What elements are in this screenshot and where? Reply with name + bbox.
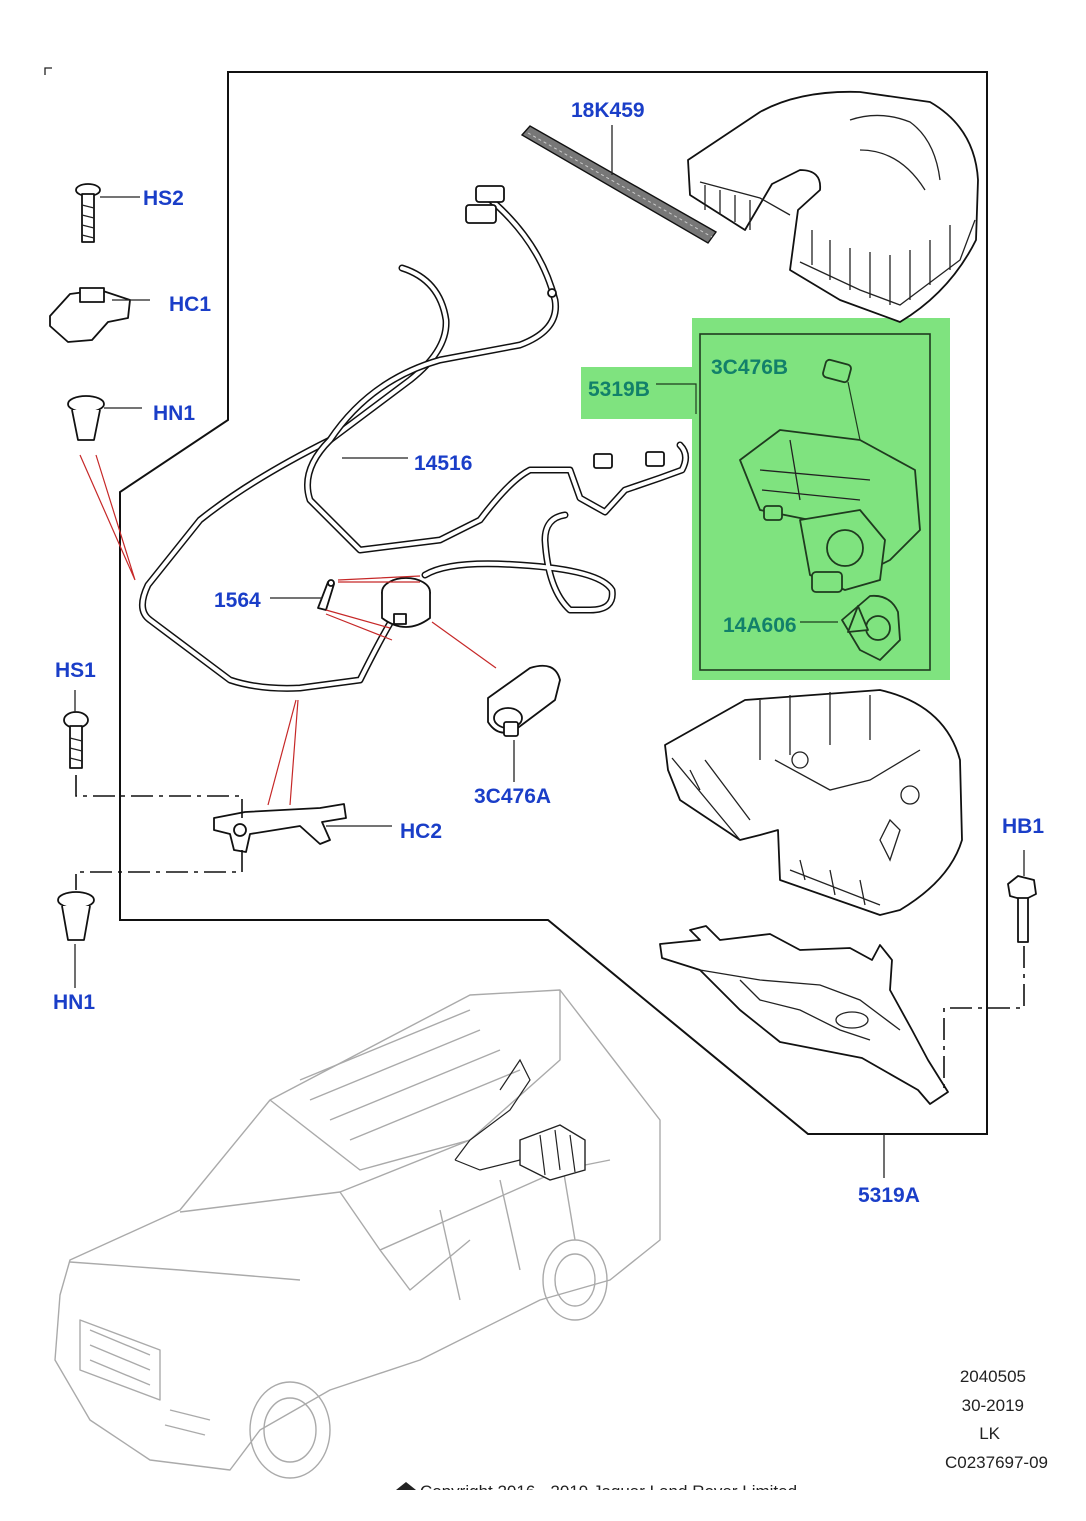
corner-mark [44, 67, 52, 75]
air-filter-fitted-part [381, 577, 431, 628]
assembly-outline [119, 71, 988, 1135]
upper-cover-part [687, 90, 979, 323]
label-14a606: 14A606 [723, 614, 797, 637]
clip-hc1-part [49, 287, 131, 343]
label-5319a: 5319A [858, 1184, 920, 1207]
label-1564: 1564 [214, 589, 261, 612]
label-hc1: HC1 [169, 293, 211, 316]
nut-hn1-bottom-part [57, 891, 95, 941]
ref-line-1: 2040505 [960, 1367, 1026, 1386]
label-hc2: HC2 [400, 820, 442, 843]
nut-hn1-top-part [67, 395, 105, 441]
compressor-5319b-part [739, 429, 921, 593]
connector-1564-part [317, 579, 335, 611]
valve-14a606-part [841, 594, 901, 661]
ref-line-3: LK [979, 1424, 1000, 1443]
copyright-icon [396, 1482, 416, 1490]
relation-lines [75, 775, 1025, 1090]
screw-hs2-part [75, 183, 101, 243]
label-hb1: HB1 [1002, 815, 1044, 838]
label-18k459: 18K459 [571, 99, 645, 122]
ref-line-2: 30-2019 [962, 1396, 1024, 1415]
leader-3c476b [847, 381, 861, 441]
red-leaders [79, 454, 497, 806]
vehicle-illustration [54, 989, 661, 1479]
label-hs1: HS1 [55, 659, 96, 682]
sensor-3c476b-part [822, 358, 852, 384]
label-hn1-top: HN1 [153, 402, 195, 425]
clip-hc2-part [213, 803, 347, 853]
label-5319b: 5319B [588, 378, 650, 401]
hose-assembly-part [139, 185, 689, 692]
bolt-hb1-part [1007, 875, 1037, 943]
insulation-strip-part [520, 125, 718, 244]
copyright-block: Copyright 2016 - 2019 Jaguar Land Rover … [0, 1482, 1086, 1521]
label-3c476b: 3C476B [711, 356, 788, 379]
heat-shield-bracket-part [659, 925, 949, 1105]
label-hn1-bottom: HN1 [53, 991, 95, 1014]
label-leaders [74, 125, 1025, 1178]
label-3c476a: 3C476A [474, 785, 551, 808]
lower-housing-part [664, 689, 963, 916]
air-filter-3c476a-part [487, 664, 561, 737]
screw-hs1-part [63, 711, 89, 769]
label-14516: 14516 [414, 452, 472, 475]
label-hs2: HS2 [143, 187, 184, 210]
ref-line-4: C0237697-09 [945, 1453, 1048, 1472]
